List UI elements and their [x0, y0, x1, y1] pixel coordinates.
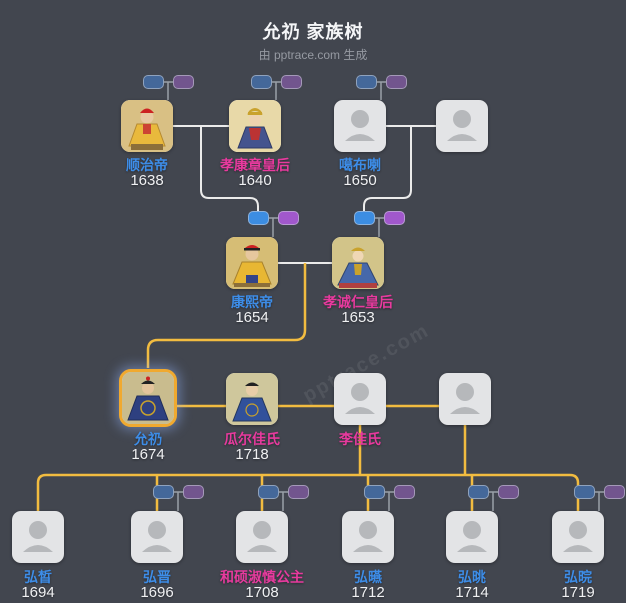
person-node-hongjin[interactable] [131, 511, 183, 563]
person-node-xiaokangzhang[interactable] [229, 100, 281, 152]
person-placeholder-icon [353, 521, 383, 552]
person-year: 1674 [131, 446, 165, 463]
person-name[interactable]: 孝康章皇后 [220, 157, 290, 173]
mother-pill[interactable] [498, 485, 519, 499]
person-node-unknown-spouse-1[interactable] [436, 100, 488, 152]
mother-pill[interactable] [281, 75, 302, 89]
person-name[interactable]: 康熙帝 [231, 294, 273, 310]
person-year: 1708 [245, 584, 279, 601]
father-pill[interactable] [251, 75, 272, 89]
person-name[interactable]: 噶布喇 [339, 157, 381, 173]
father-pill[interactable] [143, 75, 164, 89]
ancestor-pills-hongyan [364, 485, 415, 499]
mother-pill[interactable] [394, 485, 415, 499]
person-year: 1638 [130, 172, 164, 189]
father-pill[interactable] [248, 211, 269, 225]
father-pill[interactable] [574, 485, 595, 499]
ancestor-pills-gongzhu [258, 485, 309, 499]
person-node-hongyan[interactable] [342, 511, 394, 563]
person-year: 1654 [235, 309, 269, 326]
person-node-unknown-spouse-2[interactable] [439, 373, 491, 425]
person-placeholder-icon [563, 521, 593, 552]
person-node-hongwan[interactable] [552, 511, 604, 563]
page-title: 允礽 家族树 [262, 22, 364, 42]
person-node-lijia[interactable] [334, 373, 386, 425]
ancestor-pills-hongtiao [468, 485, 519, 499]
person-year: 1712 [351, 584, 385, 601]
person-node-kangxi[interactable] [226, 237, 278, 289]
portrait-guaerjia [226, 373, 278, 425]
mother-pill[interactable] [278, 211, 299, 225]
person-year: 1714 [455, 584, 489, 601]
father-pill[interactable] [354, 211, 375, 225]
person-node-xiaochengren[interactable] [332, 237, 384, 289]
person-name[interactable]: 孝诚仁皇后 [323, 294, 393, 310]
person-node-hongxi[interactable] [12, 511, 64, 563]
person-placeholder-icon [142, 521, 172, 552]
mother-pill[interactable] [288, 485, 309, 499]
father-pill[interactable] [258, 485, 279, 499]
ancestor-pills-kangxi [248, 211, 299, 225]
person-year: 1718 [235, 446, 269, 463]
person-name[interactable]: 弘晳 [24, 569, 52, 585]
mother-pill[interactable] [183, 485, 204, 499]
mother-pill[interactable] [173, 75, 194, 89]
person-placeholder-icon [447, 110, 477, 141]
mother-pill[interactable] [386, 75, 407, 89]
person-year: 1650 [343, 172, 377, 189]
person-node-guaerjia[interactable] [226, 373, 278, 425]
person-year: 1696 [140, 584, 174, 601]
person-year: 1719 [561, 584, 595, 601]
mother-pill[interactable] [604, 485, 625, 499]
person-node-yunreng-selected[interactable] [119, 369, 177, 427]
person-name[interactable]: 弘晀 [458, 569, 486, 585]
portrait-yunreng [122, 372, 174, 424]
ancestor-pills-xiaochengren [354, 211, 405, 225]
person-node-shunzhi[interactable] [121, 100, 173, 152]
person-node-gabula[interactable] [334, 100, 386, 152]
ancestor-pills-gabula [356, 75, 407, 89]
ancestor-pills-hongjin [153, 485, 204, 499]
person-name[interactable]: 顺治帝 [126, 157, 168, 173]
person-placeholder-icon [23, 521, 53, 552]
person-placeholder-icon [457, 521, 487, 552]
portrait-xiaochengren [332, 237, 384, 289]
person-year: 1640 [238, 172, 272, 189]
ancestor-pills-xiaokang [251, 75, 302, 89]
portrait-shunzhi [121, 100, 173, 152]
father-pill[interactable] [364, 485, 385, 499]
person-name[interactable]: 和硕淑慎公主 [220, 569, 304, 585]
person-name[interactable]: 允礽 [134, 431, 162, 447]
person-name[interactable]: 弘曣 [354, 569, 382, 585]
person-node-hongtiao[interactable] [446, 511, 498, 563]
person-placeholder-icon [345, 110, 375, 141]
person-year: 1653 [341, 309, 375, 326]
person-placeholder-icon [247, 521, 277, 552]
person-name[interactable]: 李佳氏 [339, 431, 381, 447]
person-placeholder-icon [450, 383, 480, 414]
ancestor-pills-hongwan [574, 485, 625, 499]
person-name[interactable]: 弘晥 [564, 569, 592, 585]
person-node-gongzhu[interactable] [236, 511, 288, 563]
father-pill[interactable] [153, 485, 174, 499]
page-subtitle: 由 pptrace.com 生成 [258, 48, 368, 62]
person-year: 1694 [21, 584, 55, 601]
mother-pill[interactable] [384, 211, 405, 225]
father-pill[interactable] [356, 75, 377, 89]
ancestor-pills-shunzhi [143, 75, 194, 89]
person-name[interactable]: 弘晋 [143, 569, 171, 585]
portrait-xiaokangzhang [229, 100, 281, 152]
portrait-kangxi [226, 237, 278, 289]
person-name[interactable]: 瓜尔佳氏 [224, 431, 280, 447]
father-pill[interactable] [468, 485, 489, 499]
person-placeholder-icon [345, 383, 375, 414]
